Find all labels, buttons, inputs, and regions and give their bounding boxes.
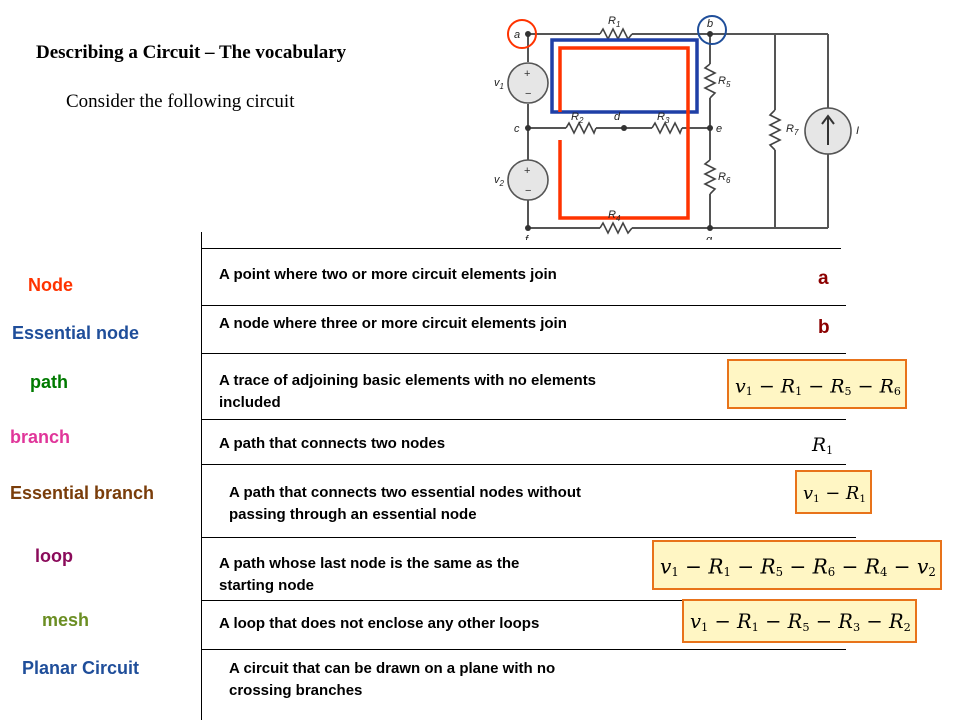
page-title: Describing a Circuit – The vocabulary [36,42,347,63]
svg-text:R4: R4 [608,209,621,223]
row-divider [201,305,846,306]
svg-text:−: − [525,88,531,100]
term-loop: loop [35,546,73,566]
node-label-a: a [514,29,520,41]
row-divider [201,600,856,601]
row-divider [201,537,856,538]
definition-essential-node: A node where three or more circuit eleme… [219,315,567,332]
row-divider [201,419,846,420]
definition-loop: A path whose last node is the same as th… [219,555,520,594]
svg-text:R2: R2 [571,111,584,125]
svg-text:+: + [524,68,530,80]
row-divider [201,464,846,465]
svg-text:v1 − R1: v1 − R1 [803,483,866,505]
term-essential-branch: Essential branch [10,483,155,503]
svg-text:−: − [525,185,531,197]
node-label-c: c [514,123,520,135]
example-path-expression: v1 − R1 − R5 − R6 [727,359,907,409]
svg-text:v2: v2 [494,174,505,188]
node-label-d: d [614,111,621,123]
definition-node: A point where two or more circuit elemen… [219,266,557,283]
example-branch-expression: R1 [806,428,854,462]
example-mesh-expression: v1 − R1 − R5 − R3 − R2 [682,599,917,643]
circuit-diagram: + − + − a b c d e f g v1 v2 R1 R2 R3 R4 R5… [494,15,859,240]
svg-text:R7: R7 [786,123,799,137]
definition-mesh: A loop that does not enclose any other l… [219,615,540,632]
svg-text:+: + [524,165,530,177]
term-mesh: mesh [42,610,90,630]
definition-essential-branch: A path that connects two essential nodes… [229,484,581,523]
svg-text:R1: R1 [811,435,833,457]
example-node: a [818,268,829,289]
example-loop-expression: v1 − R1 − R5 − R6 − R4 − v2 [652,540,942,590]
example-essential-branch-expression: v1 − R1 [795,470,872,514]
definition-path: A trace of adjoining basic elements with… [219,372,597,411]
term-branch: branch [10,427,71,447]
svg-text:R6: R6 [718,171,731,185]
svg-text:v1 − R1 − R5 − R6: v1 − R1 − R5 − R6 [735,375,901,398]
example-essential-node: b [818,317,830,338]
svg-text:v1 − R1 − R5 − R3 − R2: v1 − R1 − R5 − R3 − R2 [690,610,911,634]
row-divider [201,353,846,354]
node-label-e: e [716,123,722,135]
page-subtitle: Consider the following circuit [66,91,295,112]
definition-branch: A path that connects two nodes [219,435,446,452]
definition-planar-circuit: A circuit that can be drawn on a plane w… [229,660,556,699]
svg-text:R3: R3 [657,111,670,125]
svg-text:I: I [856,125,859,137]
node-label-b: b [707,18,713,30]
svg-text:R1: R1 [608,15,620,29]
term-planar-circuit: Planar Circuit [22,658,140,678]
svg-text:v1 − R1 − R5 − R6 − R4 − v2: v1 − R1 − R5 − R6 − R4 − v2 [660,554,936,579]
node-label-f: f [525,234,529,240]
term-path: path [30,372,68,392]
term-essential-node: Essential node [12,323,140,343]
svg-text:v1: v1 [494,77,504,91]
node-label-g: g [706,234,713,240]
row-divider [201,649,846,650]
svg-text:R5: R5 [718,75,731,89]
row-divider [201,248,841,249]
term-node: Node [28,275,73,295]
table-vertical-divider [201,232,202,720]
